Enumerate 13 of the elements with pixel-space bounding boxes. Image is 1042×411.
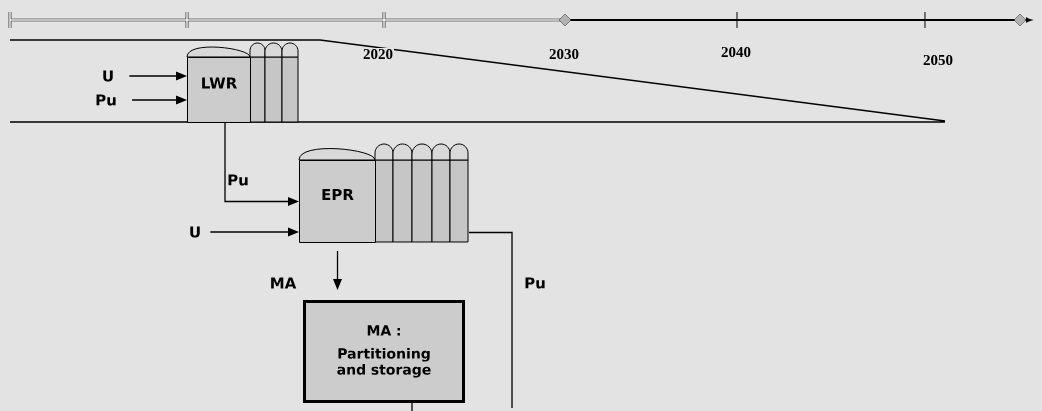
arrow (333, 250, 342, 290)
arrow (128, 71, 187, 81)
stream-label: Pu (96, 94, 116, 106)
arrow (131, 95, 187, 105)
stream-label: U (103, 70, 113, 82)
reactor-building: LWR (186, 42, 299, 123)
arrow (224, 122, 299, 206)
edge-label: Pu (523, 276, 547, 290)
process-box: MA : Partitioning and storage (303, 300, 465, 403)
stream-label: U (190, 226, 200, 238)
edge-label: Pu (226, 173, 250, 187)
reactor-building: EPR (298, 143, 469, 243)
arrow (209, 227, 299, 237)
